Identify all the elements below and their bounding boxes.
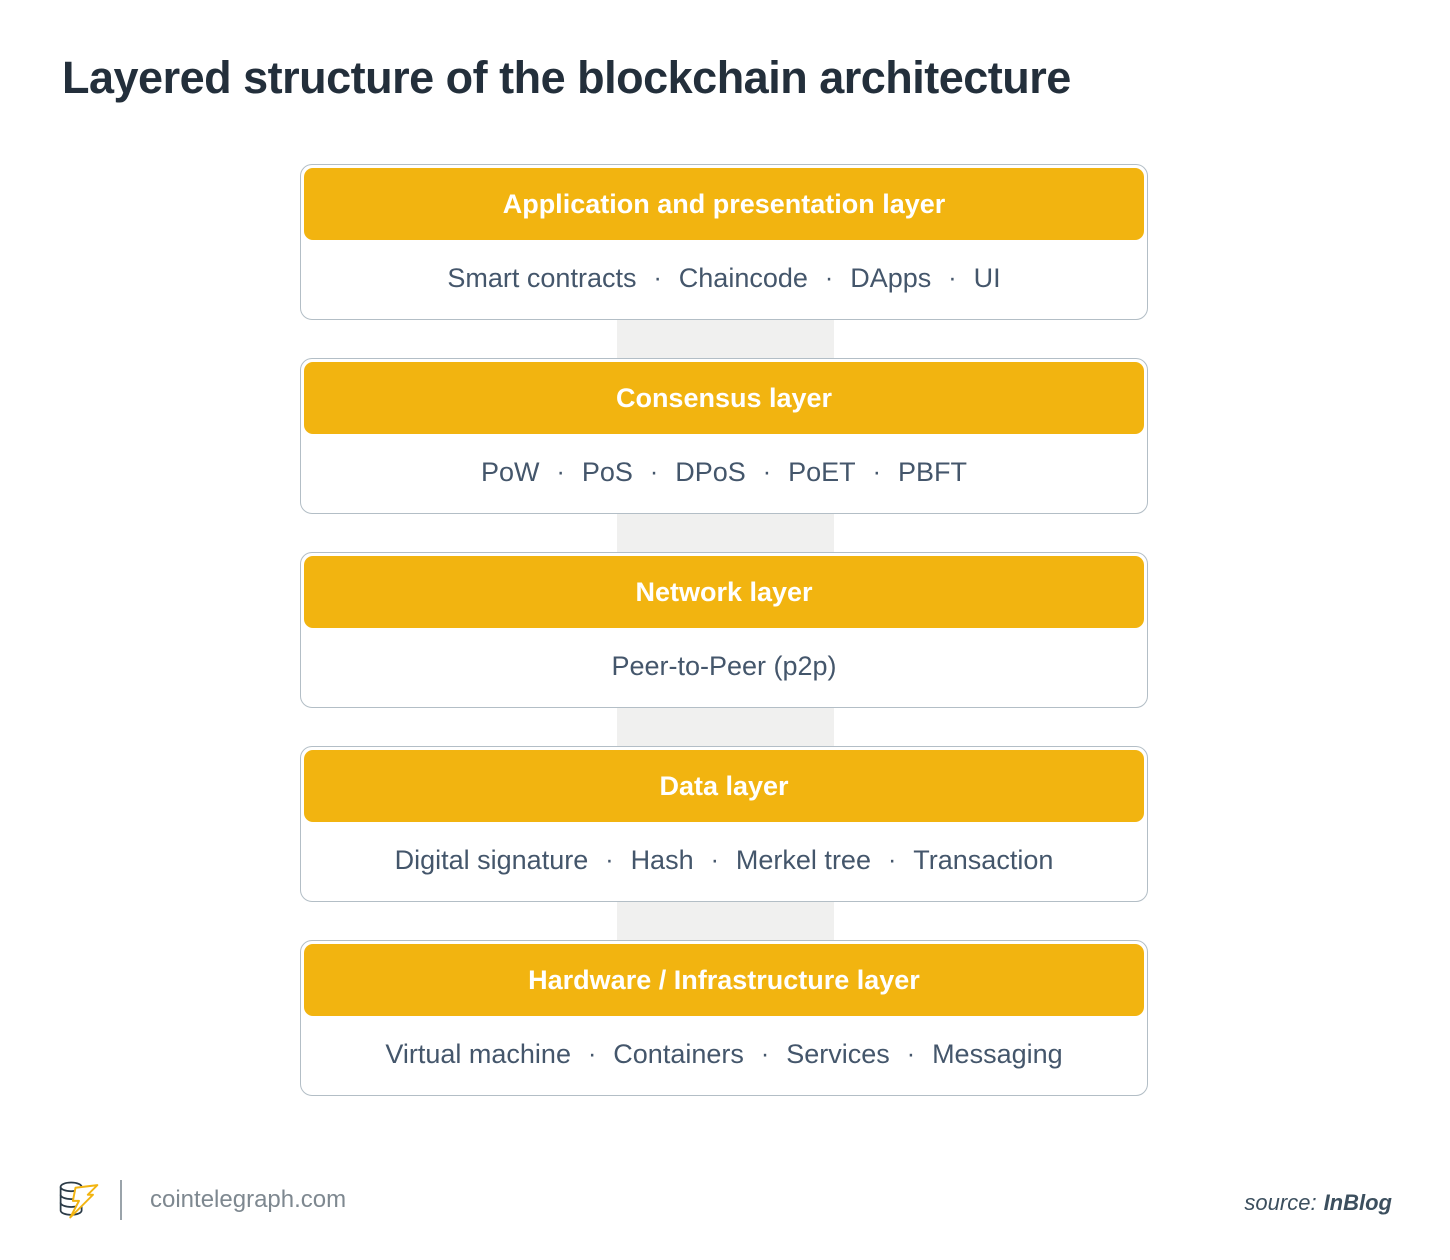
layer-item: Merkel tree xyxy=(735,844,871,875)
item-separator-dot: · xyxy=(906,1039,916,1068)
layer-item: PBFT xyxy=(897,456,967,487)
layer-header: Application and presentation layer xyxy=(304,168,1144,240)
layer-header-label: Data layer xyxy=(659,770,789,801)
layer-item: DPoS xyxy=(675,456,746,487)
page-title: Layered structure of the blockchain arch… xyxy=(62,52,1071,103)
item-separator-dot: · xyxy=(649,457,659,486)
item-separator-dot: · xyxy=(605,845,614,874)
layer-box: Hardware / Infrastructure layer Virtual … xyxy=(300,940,1148,1096)
source-value: InBlog xyxy=(1323,1190,1392,1215)
layer-items: Peer-to-Peer (p2p) xyxy=(304,628,1144,704)
layer-box: Consensus layer PoW · PoS · DPoS · PoET · PBFT xyxy=(300,358,1148,514)
layer-header: Consensus layer xyxy=(304,362,1144,434)
layer-item: Chaincode xyxy=(678,262,808,293)
layer-items: PoW · PoS · DPoS · PoET · PBFT xyxy=(304,434,1144,510)
layer-box: Application and presentation layer Smart… xyxy=(300,164,1148,320)
layer-item: PoS xyxy=(581,456,633,487)
item-separator-dot: · xyxy=(887,845,897,874)
item-separator-dot: · xyxy=(653,263,662,292)
layer-header: Data layer xyxy=(304,750,1144,822)
layer-item: Services xyxy=(786,1038,890,1069)
item-separator-dot: · xyxy=(710,845,719,874)
layer-items: Virtual machine · Containers · Services · Mess… xyxy=(304,1016,1144,1092)
layer-item: UI xyxy=(973,262,1001,293)
layer-item: Digital signature xyxy=(394,844,589,875)
footer-branding: cointelegraph.com xyxy=(58,1178,346,1222)
item-separator-dot: · xyxy=(587,1039,597,1068)
layer-box: Data layer Digital signature · Hash · Merkel… xyxy=(300,746,1148,902)
item-separator-dot: · xyxy=(948,263,957,292)
layer-item: Hash xyxy=(630,844,694,875)
item-separator-dot: · xyxy=(824,263,834,292)
layer-item: Smart contracts xyxy=(447,262,637,293)
layer-item: Peer-to-Peer (p2p) xyxy=(611,650,837,681)
item-separator-dot: · xyxy=(872,457,881,486)
cointelegraph-logo-icon xyxy=(59,1181,99,1219)
layers-diagram: Application and presentation layer Smart… xyxy=(300,164,1148,1096)
item-separator-dot: · xyxy=(760,1039,770,1068)
layer-header-label: Network layer xyxy=(635,576,813,607)
layer-item: DApps xyxy=(850,262,932,293)
layer-item: PoET xyxy=(788,456,856,487)
footer: cointelegraph.com source:InBlog xyxy=(0,1150,1450,1260)
layer-item: PoW xyxy=(481,456,540,487)
layer-header-label: Consensus layer xyxy=(615,382,833,413)
layer-item: Containers xyxy=(613,1038,744,1069)
layer-item: Messaging xyxy=(932,1038,1063,1069)
source-credit: source:InBlog xyxy=(1244,1190,1392,1216)
layer-header: Hardware / Infrastructure layer xyxy=(304,944,1144,1016)
footer-site-label: cointelegraph.com xyxy=(150,1186,347,1213)
layer-item: Virtual machine xyxy=(385,1038,571,1069)
layer-items: Digital signature · Hash · Merkel tree · Trans… xyxy=(304,822,1144,898)
source-label: source: xyxy=(1244,1190,1317,1215)
layer-header: Network layer xyxy=(304,556,1144,628)
item-separator-dot: · xyxy=(556,457,565,486)
footer-divider xyxy=(120,1180,122,1220)
layer-box: Network layer Peer-to-Peer (p2p) xyxy=(300,552,1148,708)
item-separator-dot: · xyxy=(762,457,772,486)
layer-header-label: Hardware / Infrastructure layer xyxy=(528,964,920,995)
layer-item: Transaction xyxy=(913,844,1054,875)
layer-items: Smart contracts · Chaincode · DApps · UI xyxy=(304,240,1144,316)
layer-header-label: Application and presentation layer xyxy=(502,188,946,219)
